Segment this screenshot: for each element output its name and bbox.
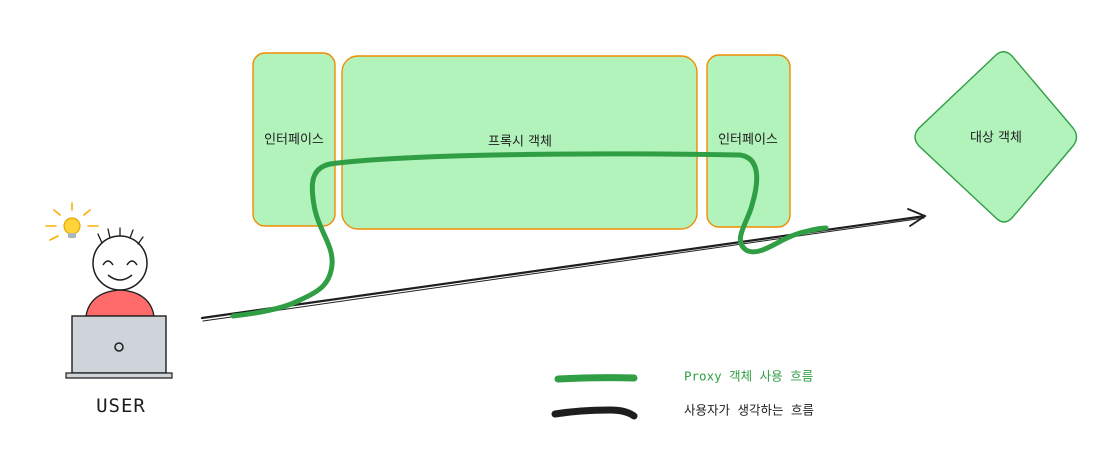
legend-item-expected-flow: 사용자가 생각하는 흐름 bbox=[551, 403, 814, 420]
interface-right-label: 인터페이스 bbox=[718, 133, 778, 148]
interface-box-right: 인터페이스 bbox=[706, 54, 791, 228]
interface-box-left: 인터페이스 bbox=[252, 52, 336, 227]
user-figure: USER bbox=[65, 227, 173, 417]
legend: Proxy 객체 사용 흐름 사용자가 생각하는 흐름 bbox=[551, 369, 814, 420]
legend-swatch-dark bbox=[551, 406, 638, 420]
interface-left-label: 인터페이스 bbox=[264, 133, 324, 148]
user-face-icon bbox=[92, 227, 148, 291]
user-label: USER bbox=[96, 395, 146, 417]
target-object-label: 대상 객체 bbox=[970, 131, 1022, 146]
legend-item-proxy-flow: Proxy 객체 사용 흐름 bbox=[554, 369, 813, 384]
lightbulb-icon bbox=[45, 202, 99, 241]
laptop-icon bbox=[65, 315, 173, 379]
proxy-flow-line bbox=[230, 151, 829, 319]
proxy-object-label: 프록시 객체 bbox=[488, 135, 552, 150]
user-body bbox=[85, 289, 155, 317]
legend-label-proxy-flow: Proxy 객체 사용 흐름 bbox=[684, 369, 813, 384]
target-object-diamond: 대상 객체 bbox=[914, 51, 1078, 223]
legend-label-expected-flow: 사용자가 생각하는 흐름 bbox=[684, 403, 814, 418]
proxy-object-box: 프록시 객체 bbox=[341, 55, 698, 230]
legend-swatch-green bbox=[554, 374, 638, 383]
